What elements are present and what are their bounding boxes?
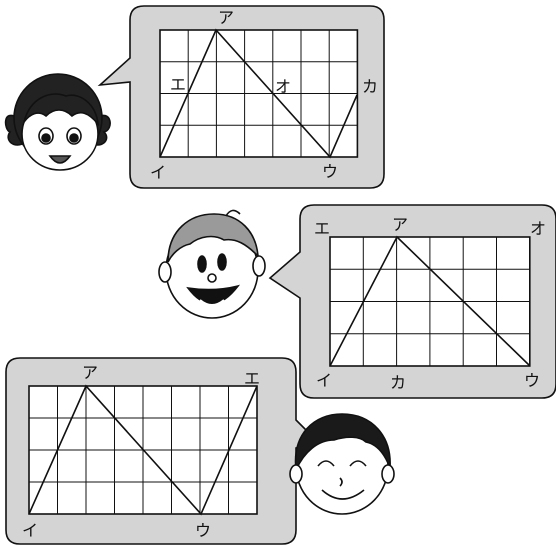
boy-label-e: エ xyxy=(244,369,260,388)
man-label-o: オ xyxy=(530,219,546,238)
man-triangle-line xyxy=(329,235,531,367)
girl-label-u: ウ xyxy=(322,162,338,181)
girl-label-ka: カ xyxy=(362,77,378,96)
girl-zigzag-line xyxy=(159,28,358,159)
girl-label-a: ア xyxy=(218,8,234,27)
boy-label-u: ウ xyxy=(195,521,211,540)
man-avatar xyxy=(158,209,266,319)
man-label-e: エ xyxy=(314,219,330,238)
man-label-a: ア xyxy=(392,215,408,234)
girl-label-e: エ xyxy=(170,75,186,94)
boy-zigzag-line xyxy=(28,384,258,516)
boy-label-a: ア xyxy=(82,363,98,382)
girl-grid xyxy=(159,29,359,158)
man-label-u: ウ xyxy=(524,371,540,390)
man-label-ka: カ xyxy=(390,373,406,392)
man-label-i: イ xyxy=(316,371,332,390)
boy-label-i: イ xyxy=(22,521,38,540)
girl-avatar xyxy=(4,73,111,171)
girl-label-o: オ xyxy=(275,77,291,96)
girl-label-i: イ xyxy=(150,163,166,182)
boy-avatar xyxy=(289,413,395,515)
man-grid xyxy=(329,236,531,367)
